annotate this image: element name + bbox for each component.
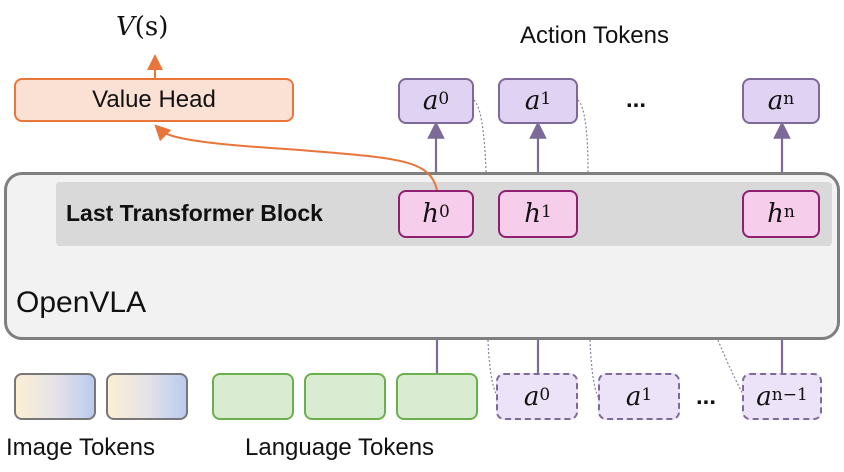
language-tokens-label: Language Tokens	[245, 434, 435, 461]
value-arrow	[154, 124, 438, 191]
dotted-a1-feedback	[577, 99, 589, 173]
action-ellipsis: ...	[626, 86, 647, 113]
value-head: Value Head	[14, 78, 294, 122]
language-token	[304, 373, 386, 420]
dotted-a0-feedback	[473, 99, 487, 173]
last-transformer-block-label: Last Transformer Block	[66, 200, 323, 226]
image-token	[106, 373, 188, 420]
language-token	[396, 373, 478, 420]
image-tokens-label: Image Tokens	[6, 434, 155, 461]
action-tokens-title: Action Tokens	[520, 22, 669, 49]
input-ellipsis: ...	[696, 383, 717, 410]
image-token	[14, 373, 96, 420]
language-token	[212, 373, 294, 420]
value-output: V(s)	[116, 12, 169, 42]
openvla-label: OpenVLA	[16, 286, 147, 319]
